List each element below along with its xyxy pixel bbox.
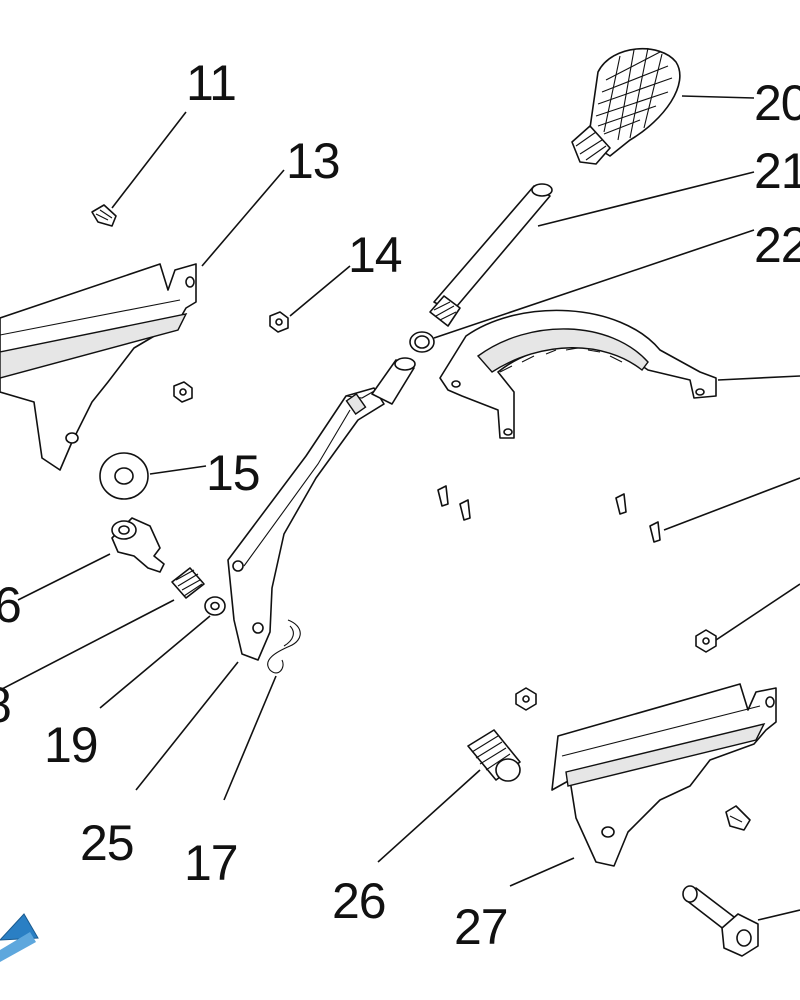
- callout-20: 20: [754, 75, 800, 131]
- callout-21: 21: [754, 143, 800, 199]
- long-bolt[interactable]: [682, 885, 759, 957]
- callout-26: 26: [332, 873, 386, 929]
- knob-part-20[interactable]: [571, 47, 681, 165]
- callout-14: 14: [348, 227, 402, 283]
- callout-labels: 11 13 14 15 6 8 19 25 17 20 21 22 26 27: [0, 55, 800, 955]
- left-bracket-part-13[interactable]: [0, 263, 197, 471]
- leader-lines: [0, 95, 800, 921]
- rod-part-21[interactable]: [429, 183, 553, 327]
- nut-under-bracket[interactable]: [173, 381, 193, 403]
- screws-part-24[interactable]: [437, 485, 661, 543]
- washer-part-19[interactable]: [204, 596, 226, 616]
- callout-8: 8: [0, 677, 11, 733]
- callout-15: 15: [206, 445, 260, 501]
- bolt-right-small[interactable]: [725, 805, 751, 831]
- callout-19: 19: [44, 717, 98, 773]
- callout-27: 27: [454, 899, 508, 955]
- spring-part-8[interactable]: [171, 567, 205, 599]
- callout-11: 11: [186, 55, 236, 111]
- nut-right-upper[interactable]: [695, 629, 717, 653]
- callout-6: 6: [0, 577, 21, 633]
- callout-22: 22: [754, 217, 800, 273]
- direction-arrow-icon: [0, 913, 39, 962]
- right-bracket-part-27[interactable]: [551, 683, 777, 867]
- washer-part-15[interactable]: [99, 452, 149, 500]
- nut-part-14[interactable]: [269, 311, 289, 333]
- nut-right-middle[interactable]: [515, 687, 537, 711]
- callout-25: 25: [80, 815, 134, 871]
- shift-gate-part-23[interactable]: [439, 309, 717, 439]
- callout-17: 17: [184, 835, 238, 891]
- clip-part-17[interactable]: [267, 619, 301, 674]
- lever-arm-part-25[interactable]: [227, 357, 416, 661]
- bolt-part-11[interactable]: [91, 204, 117, 227]
- ring-part-22[interactable]: [409, 331, 435, 353]
- callout-13: 13: [286, 133, 340, 189]
- pivot-pin-part-6[interactable]: [111, 517, 165, 573]
- spring-part-26[interactable]: [467, 729, 521, 782]
